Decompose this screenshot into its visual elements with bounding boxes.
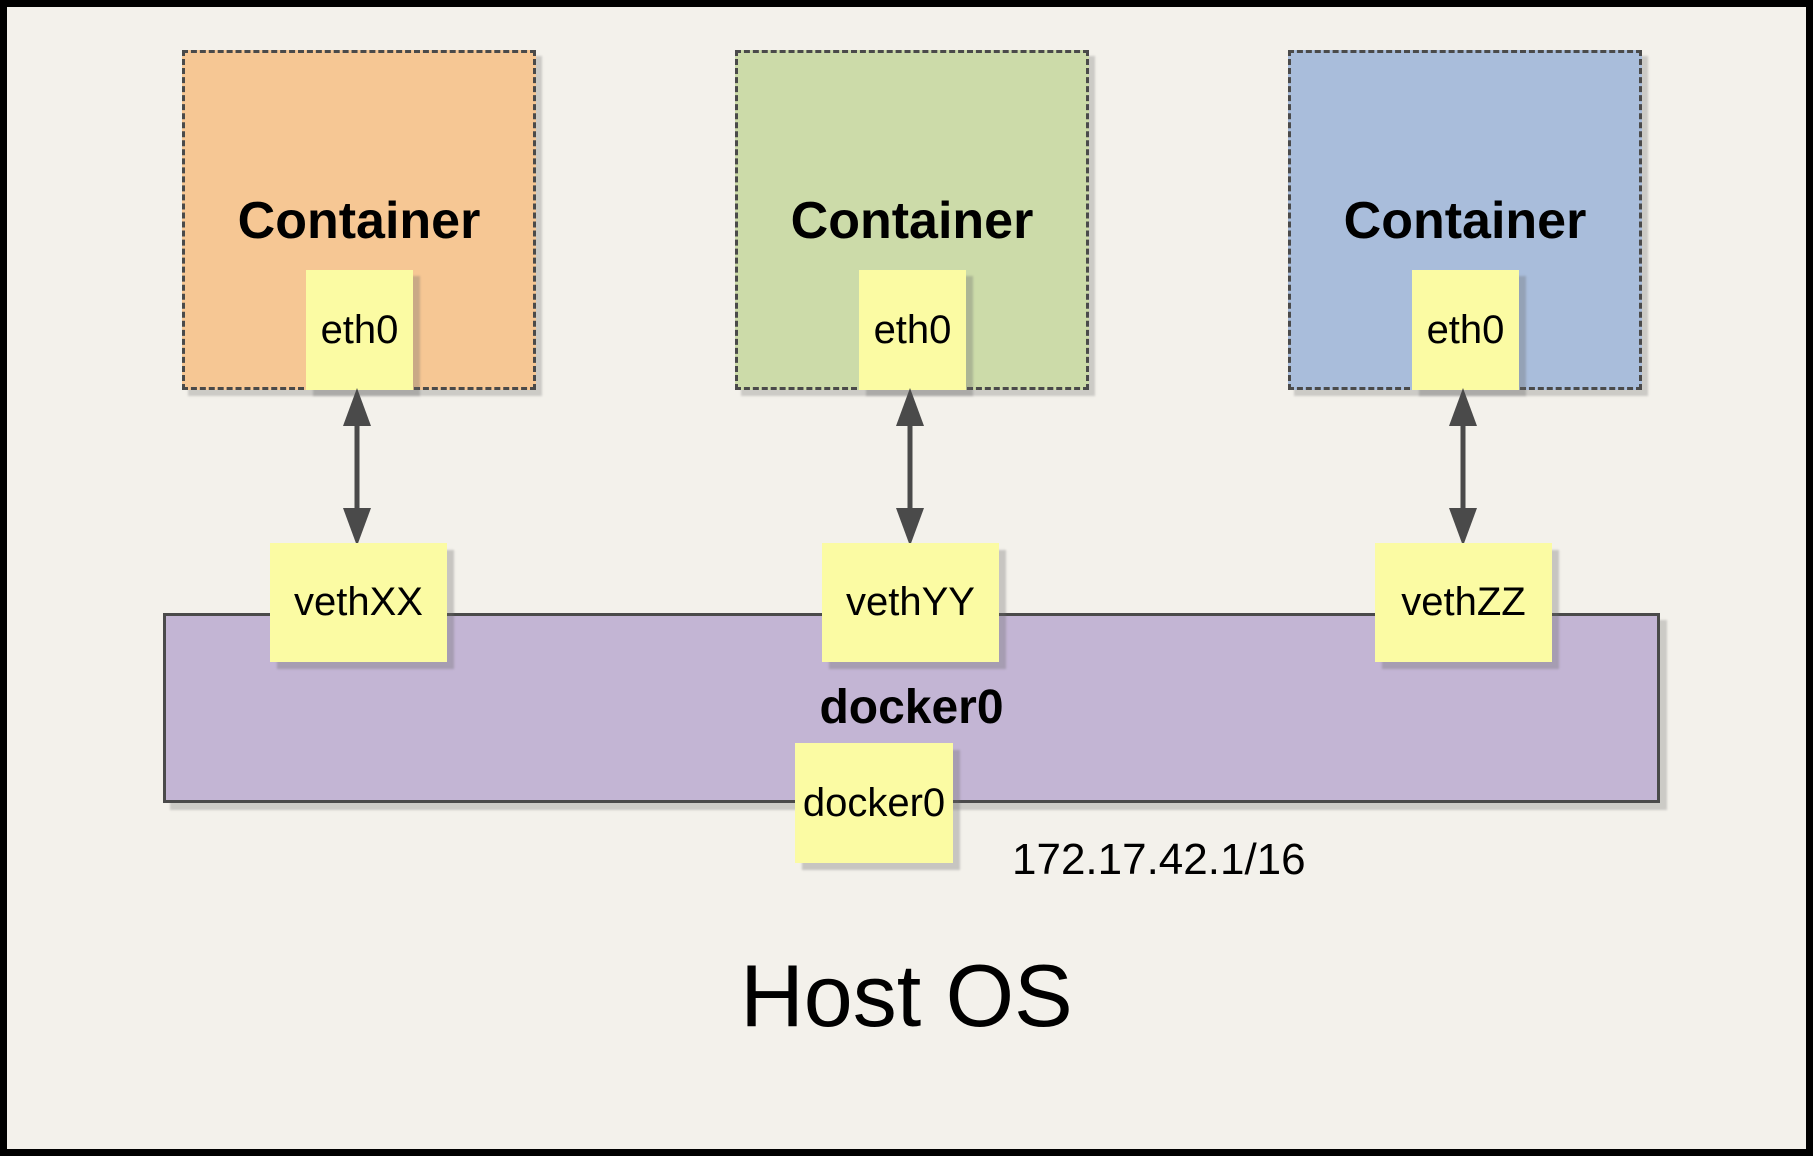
container-box-3: Container eth0 (1288, 50, 1642, 390)
docker0-bridge-title: docker0 (819, 681, 1004, 734)
container-label-2: Container (790, 192, 1034, 250)
container-box-1: Container eth0 (182, 50, 536, 390)
veth-label-3: vethZZ (1401, 580, 1526, 624)
bridge-ip-label: 172.17.42.1/16 (1012, 835, 1306, 884)
veth-box-1: vethXX (270, 543, 447, 662)
veth-box-3: vethZZ (1375, 543, 1552, 662)
docker0-interface-box: docker0 (795, 743, 953, 863)
eth0-label-1: eth0 (320, 307, 399, 352)
double-arrow-icon-3 (1449, 388, 1477, 546)
double-arrow-icon-2 (896, 388, 924, 546)
double-arrow-icon-1 (343, 388, 371, 546)
veth-label-2: vethYY (846, 580, 975, 624)
eth0-box-3: eth0 (1412, 270, 1519, 390)
host-os-label: Host OS (740, 946, 1073, 1045)
eth0-label-3: eth0 (1426, 307, 1505, 352)
veth-label-1: vethXX (294, 580, 423, 624)
container-label-3: Container (1343, 192, 1587, 250)
container-label-1: Container (237, 192, 481, 250)
eth0-box-2: eth0 (859, 270, 966, 390)
veth-box-2: vethYY (822, 543, 999, 662)
eth0-box-1: eth0 (306, 270, 413, 390)
eth0-label-2: eth0 (873, 307, 952, 352)
container-box-2: Container eth0 (735, 50, 1089, 390)
docker0-interface-label: docker0 (802, 780, 946, 825)
